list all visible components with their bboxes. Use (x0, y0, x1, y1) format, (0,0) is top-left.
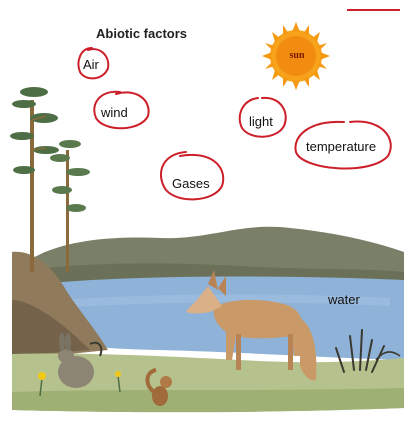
temperature-label: temperature (306, 139, 376, 154)
wind-label: wind (101, 105, 128, 120)
air-label: Air (83, 57, 99, 72)
page-title: Abiotic factors (96, 26, 187, 41)
light-label: light (249, 114, 273, 129)
pine-tree-tall (10, 87, 59, 272)
water-label: water (328, 292, 360, 307)
sun-label: sun (282, 50, 312, 61)
gases-label: Gases (172, 176, 210, 191)
